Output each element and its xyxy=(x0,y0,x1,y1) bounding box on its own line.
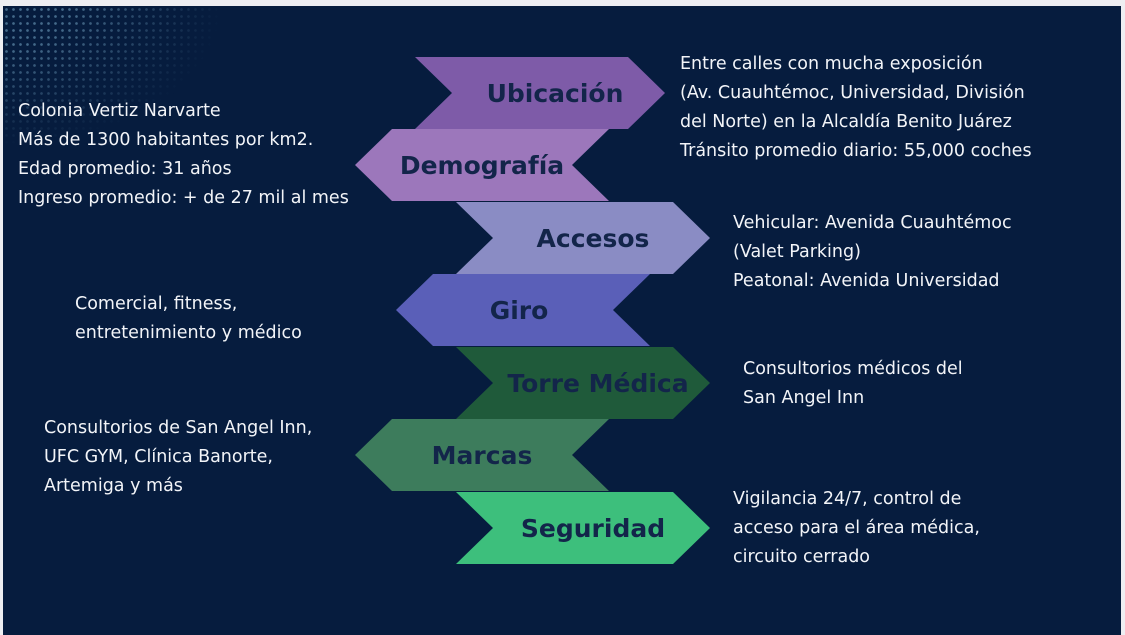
chevron-label: Seguridad xyxy=(520,513,666,543)
description-accesos: Vehicular: Avenida Cuauhtémoc (Valet Par… xyxy=(733,213,1012,291)
chevron-label: Accesos xyxy=(536,223,650,253)
description-giro: Comercial, fitness, entretenimiento y mé… xyxy=(75,294,302,343)
chevron-seguridad: Seguridad xyxy=(456,492,710,564)
chevron-label: Demografía xyxy=(399,150,565,180)
decorative-dot-pattern xyxy=(3,6,243,156)
chevron-ubicacion: Ubicación xyxy=(415,57,665,129)
description-seguridad: Vigilancia 24/7, control de acceso para … xyxy=(733,489,980,567)
chevron-label: Marcas xyxy=(431,440,533,470)
chevron-label: Giro xyxy=(489,295,549,325)
chevron-demografia: Demografía xyxy=(355,129,609,201)
description-ubicacion: Entre calles con mucha exposición (Av. C… xyxy=(680,54,1032,161)
chevron-label: Ubicación xyxy=(486,78,624,108)
description-torre-medica: Consultorios médicos del San Angel Inn xyxy=(743,359,963,408)
chevron-giro: Giro xyxy=(396,274,650,346)
chevron-marcas: Marcas xyxy=(355,419,609,491)
slide: Ubicación Demografía Accesos Giro Torre … xyxy=(3,6,1121,635)
description-marcas: Consultorios de San Angel Inn, UFC GYM, … xyxy=(44,418,313,496)
chevron-torre-medica: Torre Médica xyxy=(456,347,710,419)
chevron-accesos: Accesos xyxy=(456,202,710,274)
chevron-label: Torre Médica xyxy=(507,368,689,398)
description-demografia: Colonia Vertiz Narvarte Más de 1300 habi… xyxy=(18,101,349,208)
